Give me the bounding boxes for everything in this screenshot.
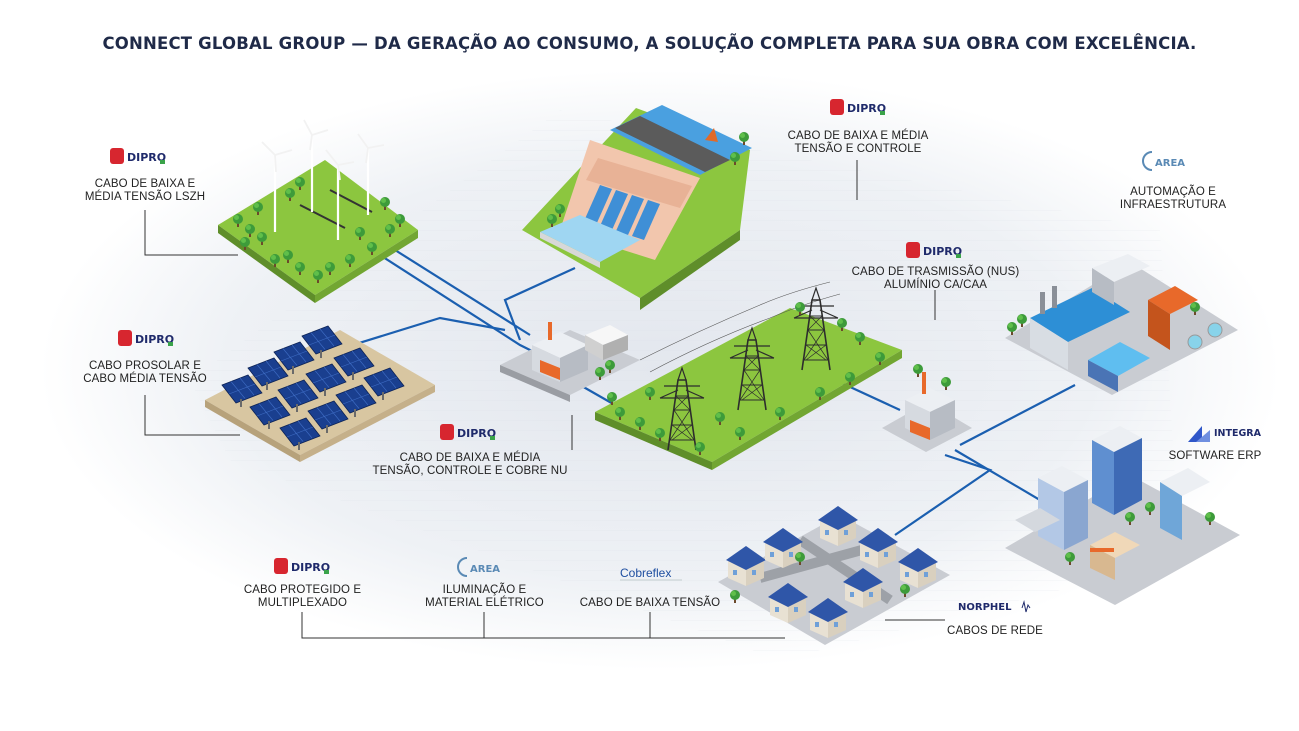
label-automation: AUTOMAÇÃO E INFRAESTRUTURA <box>1098 186 1248 212</box>
label-line: TENSÃO, CONTROLE E COBRE NU <box>372 465 568 477</box>
label-line: INFRAESTRUTURA <box>1119 199 1227 211</box>
label-transmission-cables: CABO DE TRASMISSÃO (NUS) ALUMÍNIO CA/CAA <box>848 266 1023 292</box>
page-title: CONNECT GLOBAL GROUP — DA GERAÇÃO AO CON… <box>102 34 1197 53</box>
dipro-logo-solar: DIPRO <box>118 328 174 355</box>
industrial-park-illustration <box>1005 254 1238 395</box>
cobreflex-wordmark: Cobreflex <box>620 566 671 580</box>
city-illustration <box>1005 426 1240 605</box>
label-line: CABO MÉDIA TENSÃO <box>83 373 207 385</box>
integra-wordmark: INTEGRA <box>1214 428 1262 439</box>
dipro-wordmark: DIPRO <box>923 245 962 258</box>
label-line: SOFTWARE ERP <box>1168 450 1262 462</box>
label-protected-cables: CABO PROTEGIDO E MULTIPLEXADO <box>230 584 375 610</box>
dipro-logo-wind: DIPRO <box>110 146 166 173</box>
label-line: TENSÃO E CONTROLE <box>794 143 922 155</box>
label-low-voltage: CABO DE BAIXA TENSÃO <box>576 597 724 610</box>
residential-illustration <box>718 506 950 645</box>
dipro-wordmark: DIPRO <box>457 427 496 440</box>
dipro-logo-transmission: DIPRO <box>906 240 962 267</box>
label-software-erp: SOFTWARE ERP <box>1160 450 1270 463</box>
label-line: MÉDIA TENSÃO LSZH <box>84 191 206 203</box>
label-line: MULTIPLEXADO <box>257 597 348 609</box>
norphel-logo: NORPHEL <box>958 598 1036 621</box>
dipro-wordmark: DIPRO <box>847 102 886 115</box>
area-wordmark: AREA <box>1155 158 1185 169</box>
label-line: CABO PROTEGIDO E <box>243 584 362 596</box>
dipro-wordmark: DIPRO <box>127 151 166 164</box>
label-line: CABO DE TRASMISSÃO (NUS) <box>851 266 1020 278</box>
label-substation-cables: CABO DE BAIXA E MÉDIA TENSÃO, CONTROLE E… <box>370 452 570 478</box>
dipro-wordmark: DIPRO <box>135 333 174 346</box>
substation-right-illustration <box>882 364 972 452</box>
dipro-logo-substation: DIPRO <box>440 422 496 449</box>
label-line: CABO DE BAIXA E <box>94 178 196 190</box>
substation-illustration <box>500 322 640 402</box>
hydro-dam-illustration <box>522 105 752 310</box>
dipro-wordmark: DIPRO <box>291 561 330 574</box>
label-network-cables: CABOS DE REDE <box>940 625 1050 638</box>
label-line: CABO DE BAIXA E MÉDIA <box>399 452 541 464</box>
label-solar-cables: CABO PROSOLAR E CABO MÉDIA TENSÃO <box>60 360 230 386</box>
label-wind-cables: CABO DE BAIXA E MÉDIA TENSÃO LSZH <box>60 178 230 204</box>
leader-lines <box>144 160 945 639</box>
norphel-wordmark: NORPHEL <box>958 602 1012 613</box>
cobreflex-logo: Cobreflex <box>620 562 690 587</box>
label-lighting-material: ILUMINAÇÃO E MATERIAL ELÉTRICO <box>412 584 557 610</box>
area-logo-lighting: AREA <box>457 556 509 583</box>
label-line: AUTOMAÇÃO E <box>1130 186 1216 198</box>
label-line: ALUMÍNIO CA/CAA <box>883 279 988 291</box>
wind-farm-illustration <box>218 119 418 303</box>
label-line: CABO DE BAIXA E MÉDIA <box>787 130 929 142</box>
integra-logo: INTEGRA <box>1188 424 1268 449</box>
label-hydro-cables: CABO DE BAIXA E MÉDIA TENSÃO E CONTROLE <box>778 130 938 156</box>
area-wordmark: AREA <box>470 564 500 575</box>
label-line: ILUMINAÇÃO E <box>442 584 527 596</box>
transmission-lines-illustration <box>595 281 902 470</box>
label-line: CABO DE BAIXA TENSÃO <box>579 597 721 609</box>
label-line: CABO PROSOLAR E <box>88 360 202 372</box>
dipro-logo-hydro: DIPRO <box>830 97 886 124</box>
area-logo-automation: AREA <box>1142 150 1194 177</box>
label-line: CABOS DE REDE <box>947 625 1043 637</box>
dipro-logo-protected: DIPRO <box>274 556 330 583</box>
label-line: MATERIAL ELÉTRICO <box>425 597 544 609</box>
solar-farm-illustration <box>205 325 435 462</box>
